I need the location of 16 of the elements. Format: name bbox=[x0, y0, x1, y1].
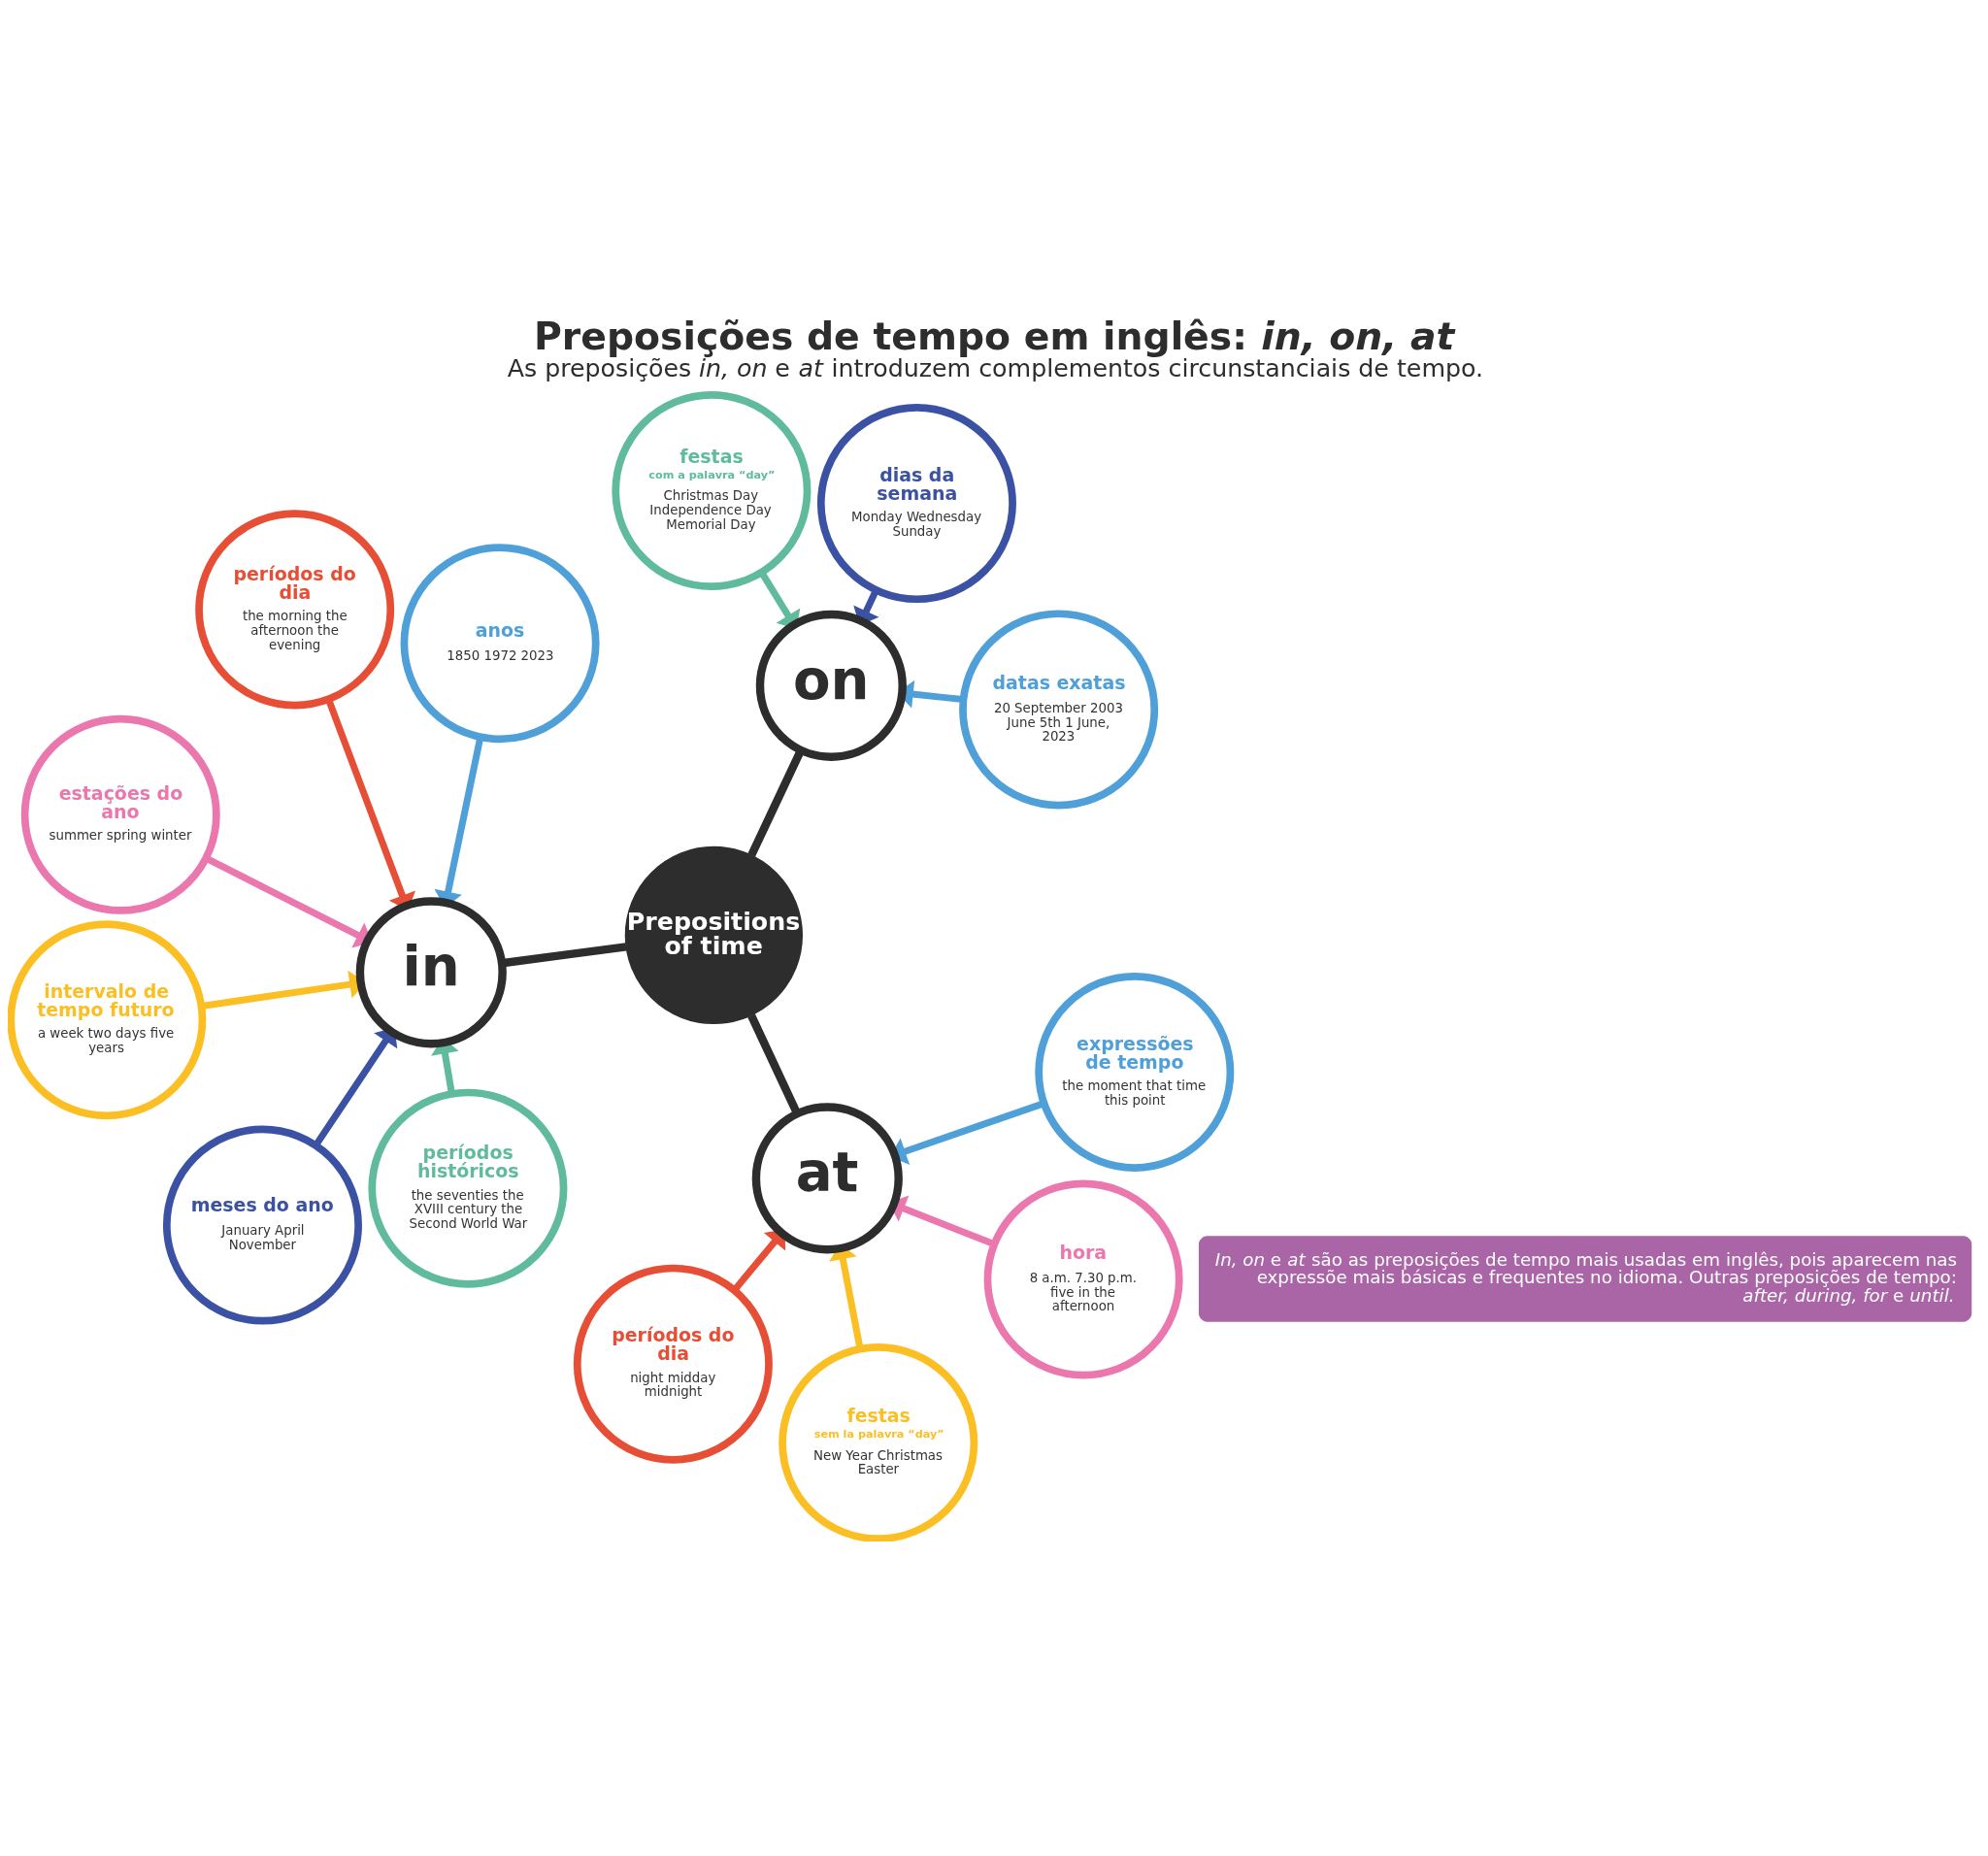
node-circle: hora 8 a.m. 7.30 p.m. five in the afternoon bbox=[983, 1179, 1183, 1379]
node-circle: meses do ano January April November bbox=[162, 1125, 362, 1325]
node-circle: estações do ano summer spring winter bbox=[20, 714, 220, 914]
node-circle: datas exatas 20 September 2003 June 5th 1 June, 2023 bbox=[959, 610, 1159, 810]
diagram-title: Preposições de tempo em inglês: in, on, at bbox=[534, 315, 1455, 359]
node-circle: períodos do dia the morning the afternoon the evening bbox=[195, 510, 395, 710]
node-circle: Prepositions of time bbox=[624, 845, 803, 1025]
label: In, on e at são as preposições de tempo mais usadas em inglês, pois aparecem nas expressõe mais básicas e frequentes no idioma. Outras preposições de tempo: after, during, for e until. bbox=[1214, 1249, 1958, 1306]
node-circle: festas sem la palavra “day” New Year Christmas Easter bbox=[779, 1343, 978, 1541]
node-circle: períodos históricos the seventies the XVIII century the Second World War bbox=[368, 1088, 568, 1288]
node-circle: anos 1850 1972 2023 bbox=[400, 544, 600, 744]
node-circle: festas com a palavra “day” Christmas Day Independence Day Memorial Day bbox=[612, 391, 812, 590]
node-circle: expressões de tempo the moment that time this point bbox=[1035, 972, 1235, 1172]
node-circle: intervalo de tempo futuro a week two days five years bbox=[8, 920, 207, 1120]
node-circle: dias da semana Monday Wednesday Sunday bbox=[816, 404, 1016, 604]
node-circle: períodos do dia night midday midnight bbox=[573, 1264, 773, 1464]
